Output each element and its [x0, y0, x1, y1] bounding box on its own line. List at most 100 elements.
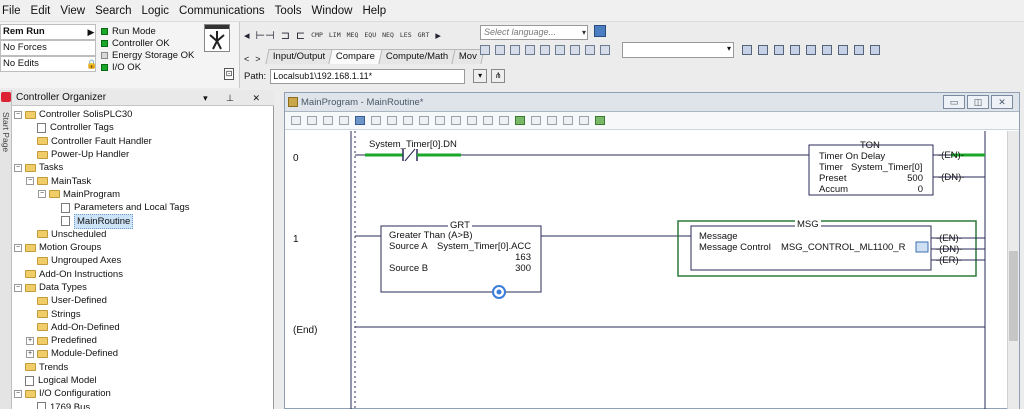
new-file-icon[interactable] [480, 45, 490, 55]
tree-item[interactable]: Add-On Instructions [14, 268, 272, 281]
paste-icon[interactable] [570, 45, 580, 55]
branch-icon[interactable]: ⊐ [280, 28, 290, 42]
open-folder-icon[interactable] [495, 45, 505, 55]
ladder-tool-icon[interactable] [531, 116, 541, 125]
properties-icon[interactable] [822, 45, 832, 55]
rung-icon[interactable]: ⊢⊣ [255, 28, 275, 42]
tree-item[interactable]: −Tasks [14, 161, 272, 174]
scroll-left-icon[interactable]: ◂ [244, 28, 250, 42]
network-browse-icon[interactable]: ⋔ [491, 69, 506, 83]
menu-file[interactable]: File [2, 4, 21, 17]
tree-item[interactable]: User-Defined [14, 294, 272, 307]
tab-next-icon[interactable]: > [255, 54, 261, 64]
instr-les[interactable]: LES [399, 31, 412, 39]
ladder-tool-icon[interactable] [547, 116, 557, 125]
menu-logic[interactable]: Logic [141, 4, 170, 17]
language-select[interactable]: Select language...▾ [480, 25, 588, 40]
find-next-icon[interactable] [758, 45, 768, 55]
tab-compare[interactable]: Compare [328, 49, 383, 64]
menu-edit[interactable]: Edit [30, 4, 51, 17]
grt-source-b-value[interactable]: 300 [515, 263, 531, 274]
ton-accum-value[interactable]: 0 [917, 184, 923, 195]
expand-icon[interactable]: + [26, 336, 34, 345]
copy-icon[interactable] [555, 45, 565, 55]
ladder-tool-icon[interactable] [483, 116, 493, 125]
tag-browser-icon[interactable] [838, 45, 848, 55]
zoom-out-icon[interactable] [870, 45, 880, 55]
tab-input-output[interactable]: Input/Output [264, 49, 333, 64]
rung-number[interactable]: (End) [293, 325, 318, 336]
ton-preset-value[interactable]: 500 [907, 173, 923, 184]
key-icon[interactable]: ⊡ [224, 68, 234, 80]
language-apply-icon[interactable] [594, 25, 606, 37]
close-button[interactable]: ✕ [991, 95, 1013, 109]
tree-item[interactable]: −I/O Configuration [14, 387, 272, 400]
instr-neq[interactable]: NEQ [382, 31, 394, 39]
collapse-icon[interactable]: − [14, 110, 22, 119]
cut-icon[interactable] [540, 45, 550, 55]
tree-item[interactable]: Add-On-Defined [14, 321, 272, 334]
find-icon[interactable] [742, 45, 752, 55]
tree-item[interactable]: +Predefined [14, 334, 272, 347]
collapse-icon[interactable]: − [14, 389, 22, 398]
collapse-icon[interactable]: − [38, 190, 46, 199]
ladder-tool-icon[interactable] [323, 116, 333, 125]
menu-view[interactable]: View [60, 4, 86, 17]
verify-icon[interactable] [806, 45, 816, 55]
ladder-tool-icon[interactable] [515, 116, 525, 125]
run-mode-dropdown[interactable]: Rem Run [0, 24, 96, 40]
tree-item[interactable]: Unscheduled [14, 228, 272, 241]
collapse-icon[interactable]: − [14, 243, 22, 252]
go-online-icon[interactable] [774, 45, 784, 55]
restore-button[interactable]: ◫ [967, 95, 989, 109]
redo-icon[interactable] [600, 45, 610, 55]
tree-item[interactable]: −Motion Groups [14, 241, 272, 254]
expand-icon[interactable]: + [26, 349, 34, 358]
tree-item[interactable]: Controller Tags [14, 121, 272, 134]
menu-tools[interactable]: Tools [274, 4, 302, 17]
organizer-window-controls[interactable]: ▾ ⊥ ✕ [203, 93, 268, 103]
rung-number[interactable]: 0 [293, 153, 299, 164]
msg-control-tag[interactable]: MSG_CONTROL_ML1100_R [781, 242, 906, 253]
xio-contact-tag[interactable]: System_Timer[0].DN [369, 139, 457, 150]
menu-window[interactable]: Window [311, 4, 353, 17]
ladder-tool-icon[interactable] [355, 116, 365, 125]
find-combo[interactable]: ▾ [622, 42, 734, 58]
rung-number[interactable]: 1 [293, 234, 299, 245]
collapse-icon[interactable]: − [26, 177, 34, 186]
minimize-button[interactable]: ▭ [943, 95, 965, 109]
ladder-tool-icon[interactable] [435, 116, 445, 125]
tab-compute-math[interactable]: Compute/Math [378, 49, 456, 64]
branch-level-icon[interactable]: ⊏ [295, 28, 306, 42]
ladder-tool-icon[interactable] [451, 116, 461, 125]
print-icon[interactable] [525, 45, 535, 55]
download-icon[interactable] [790, 45, 800, 55]
tree-item[interactable]: 1769 Bus [14, 401, 272, 409]
tree-item[interactable]: −MainTask [14, 174, 272, 187]
vertical-scrollbar[interactable] [1007, 131, 1019, 409]
scroll-right-icon[interactable]: ▸ [435, 28, 441, 42]
tree-item[interactable]: Trends [14, 361, 272, 374]
instr-cmp[interactable]: CMP [311, 31, 323, 39]
tab-prev-icon[interactable]: < [244, 54, 250, 64]
ladder-tool-icon[interactable] [339, 116, 349, 125]
tree-item[interactable]: +Module-Defined [14, 347, 272, 360]
ladder-tool-icon[interactable] [291, 116, 301, 125]
tree-item[interactable]: −Controller SolisPLC30 [14, 108, 272, 121]
ladder-tool-icon[interactable] [467, 116, 477, 125]
ladder-tool-icon[interactable] [403, 116, 413, 125]
zoom-in-icon[interactable] [854, 45, 864, 55]
start-page-tab[interactable]: Start Page [0, 90, 12, 409]
tree-item[interactable]: Power-Up Handler [14, 148, 272, 161]
ladder-tool-icon[interactable] [419, 116, 429, 125]
ladder-tool-icon[interactable] [563, 116, 573, 125]
instr-equ[interactable]: EQU [364, 31, 377, 39]
tree-item[interactable]: Controller Fault Handler [14, 135, 272, 148]
ladder-tool-icon[interactable] [387, 116, 397, 125]
ladder-tool-icon[interactable] [499, 116, 509, 125]
menu-communications[interactable]: Communications [179, 4, 265, 17]
tree-item[interactable]: Parameters and Local Tags [14, 201, 272, 214]
collapse-icon[interactable]: − [14, 283, 22, 292]
forces-dropdown[interactable]: No Forces [0, 40, 96, 56]
undo-icon[interactable] [585, 45, 595, 55]
